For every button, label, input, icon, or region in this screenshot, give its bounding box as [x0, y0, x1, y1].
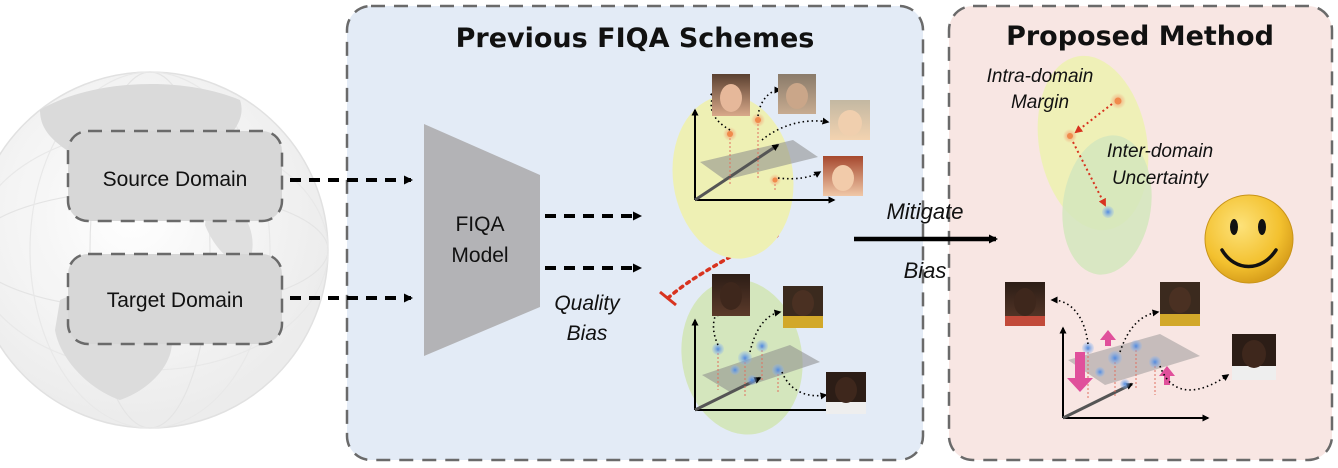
mitigate-label: Mitigate	[886, 199, 963, 224]
proposed-distribution-plot	[1050, 296, 1230, 422]
source-domain-box	[66, 129, 284, 223]
quality-bias-label-line2: Bias	[567, 322, 608, 345]
inter-domain-label-line2: Uncertainty	[1112, 168, 1210, 189]
fiqa-model-label-line2: Model	[451, 244, 508, 267]
inter-domain-label-line1: Inter-domain	[1107, 141, 1213, 162]
target-distribution-plot	[681, 279, 836, 435]
fiqa-model-block	[424, 124, 540, 356]
target-domain-label: Target Domain	[107, 289, 244, 312]
bias-label: Bias	[904, 258, 947, 283]
face-thumbnail-icon	[1232, 334, 1276, 380]
previous-schemes-title: Previous FIQA Schemes	[456, 23, 815, 54]
proposed-method-title: Proposed Method	[1006, 21, 1274, 52]
face-thumbnail-icon	[1005, 282, 1045, 326]
face-thumbnail-icon	[778, 74, 816, 114]
face-thumbnail-icon	[1160, 282, 1200, 326]
source-domain-label: Source Domain	[103, 168, 248, 191]
face-thumbnail-icon	[826, 372, 866, 414]
face-thumbnail-icon	[783, 286, 823, 328]
fiqa-model-label-line1: FIQA	[455, 213, 504, 236]
face-thumbnail-icon	[712, 74, 750, 116]
source-distribution-plot	[672, 86, 836, 259]
smiley-face-icon	[1204, 194, 1294, 284]
proposed-domain-ellipses	[1037, 55, 1152, 275]
quality-bias-label-line1: Quality	[554, 292, 621, 315]
globe-icon	[0, 71, 329, 429]
face-thumbnail-icon	[823, 156, 863, 196]
face-thumbnail-icon	[712, 274, 750, 316]
intra-domain-label-line1: Intra-domain	[987, 66, 1094, 87]
face-thumbnail-icon	[830, 100, 870, 140]
intra-domain-label-line2: Margin	[1011, 92, 1069, 113]
target-domain-box	[66, 252, 284, 346]
